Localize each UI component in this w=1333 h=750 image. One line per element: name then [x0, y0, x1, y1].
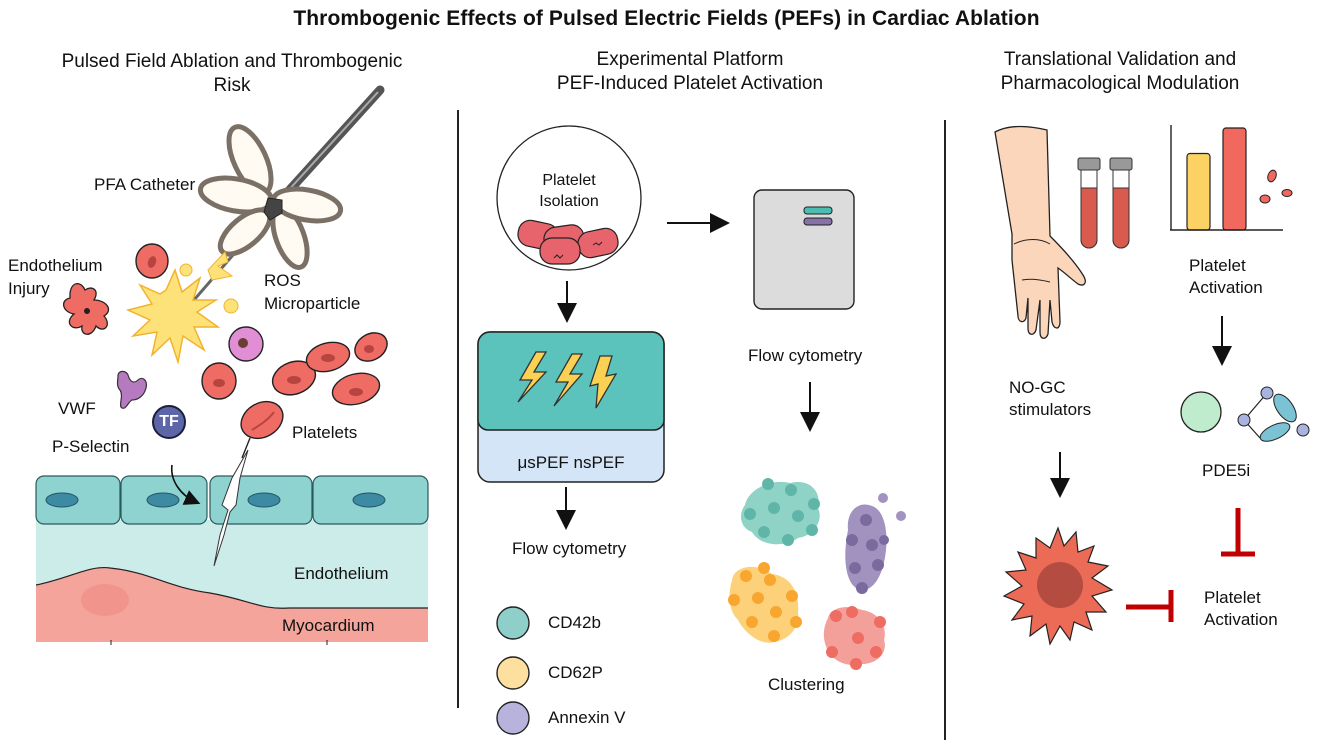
cluster-purple	[845, 493, 906, 594]
label-microparticle: Microparticle	[264, 294, 361, 313]
legend-swatches	[496, 606, 530, 735]
left-title-line-2: Risk	[213, 75, 251, 96]
mini-chart-bar-2	[1222, 127, 1247, 231]
middle-title-line-2: PEF-Induced Platelet Activation	[556, 73, 824, 94]
inhibition-symbol-vertical	[1221, 508, 1255, 557]
microparticles	[179, 251, 239, 314]
myocardium-layer	[36, 567, 428, 642]
label-endothelium-injury-2: Injury	[8, 279, 50, 298]
platelet-isolation-line-2: Isolation	[539, 193, 599, 210]
endothelial-cells	[35, 475, 429, 525]
pfa-catheter-icon	[166, 85, 385, 331]
cluster-teal	[740, 478, 820, 546]
figure-title: Thrombogenic Effects of Pulsed Electric …	[293, 7, 1040, 30]
legend-swatch-cd62p	[496, 656, 530, 690]
label-ros: ROS	[264, 271, 301, 290]
label-flow-cytometry-right: Flow cytometry	[748, 346, 863, 365]
myocyte-nucleus	[81, 584, 129, 616]
right-title-line-1: Translational Validation and	[1003, 49, 1237, 70]
label-flow-cytometry-left: Flow cytometry	[512, 539, 627, 558]
microparticle-cell-icon	[228, 326, 264, 362]
ros-starburst-icon	[125, 267, 221, 365]
arm-icon	[994, 125, 1086, 339]
right-title-line-2: Pharmacological Modulation	[1000, 73, 1240, 94]
panel-divider-left	[457, 110, 459, 708]
label-clustering: Clustering	[768, 675, 845, 694]
mini-chart-bar-1	[1186, 152, 1211, 231]
no-gc-line-2: stimulators	[1009, 400, 1092, 419]
left-title-line-1: Pulsed Field Ablation and Thrombogenic	[61, 51, 403, 72]
label-myocardium: Myocardium	[282, 616, 375, 635]
label-platelets: Platelets	[292, 423, 358, 442]
tf-badge-icon	[152, 405, 186, 439]
label-platelet-activation-top: Platelet Activation	[1189, 255, 1263, 299]
legend-label-cd42b: CD42b	[548, 613, 601, 632]
tissue-illustration	[35, 449, 429, 642]
label-endothelium: Endothelium	[294, 564, 389, 583]
label-platelet-activation-bottom: Platelet Activation	[1204, 587, 1278, 631]
platelet-icon	[240, 400, 284, 459]
blood-tube-icon	[1109, 157, 1133, 249]
legend-label-annexin-v: Annexin V	[548, 708, 626, 727]
vwf-icon	[116, 370, 147, 409]
legend-swatch-cd42b	[496, 606, 530, 640]
right-panel-title: Translational Validation and Pharmacolog…	[960, 48, 1280, 96]
legend-label-cd62p: CD62P	[548, 663, 603, 682]
platelet-isolation-line-1: Platelet	[542, 172, 596, 189]
label-vwf: VWF	[58, 399, 96, 418]
flow-cytometer-icon	[753, 189, 855, 310]
label-tf: TF	[159, 413, 179, 430]
label-pfa-catheter: PFA Catheter	[94, 175, 196, 194]
middle-panel-title: Experimental Platform PEF-Induced Platel…	[470, 48, 910, 96]
legend-swatch-annexin	[496, 701, 530, 735]
label-no-gc-stimulators: NO-GC stimulators	[1009, 377, 1091, 421]
cluster-yellow	[728, 562, 802, 643]
label-platelet-isolation: Platelet Isolation	[519, 170, 619, 212]
platelet-nucleus	[1037, 562, 1083, 608]
pef-device-icon	[477, 331, 665, 483]
label-p-selectin: P-Selectin	[52, 437, 130, 456]
platelet-isolation-icon	[496, 125, 642, 271]
label-pef-types: μsPEF nsPEF	[517, 453, 625, 472]
mini-bar-chart	[1170, 125, 1293, 231]
cluster-red	[823, 606, 886, 670]
panel-divider-right	[944, 120, 946, 740]
blood-tube-icon	[1077, 157, 1101, 249]
label-endothelium-injury-1: Endothelium	[8, 256, 103, 275]
lightning-bolts-icon	[517, 351, 618, 409]
label-pde5i: PDE5i	[1202, 461, 1251, 480]
no-gc-line-1: NO-GC	[1009, 378, 1066, 397]
endothelial-tear	[213, 449, 249, 567]
middle-title-line-1: Experimental Platform	[596, 49, 784, 70]
left-panel-title: Pulsed Field Ablation and Thrombogenic R…	[20, 50, 444, 98]
platelet-activation-bottom-line-1: Platelet	[1204, 588, 1261, 607]
platelet-activation-bottom-line-2: Activation	[1204, 610, 1278, 629]
platelet-activation-top-line-2: Activation	[1189, 278, 1263, 297]
platelet-activation-top-line-1: Platelet	[1189, 256, 1246, 275]
tf-arrow	[171, 464, 201, 505]
inhibition-symbol-horizontal	[1126, 590, 1174, 622]
pde5i-molecule-icon	[1180, 386, 1310, 442]
